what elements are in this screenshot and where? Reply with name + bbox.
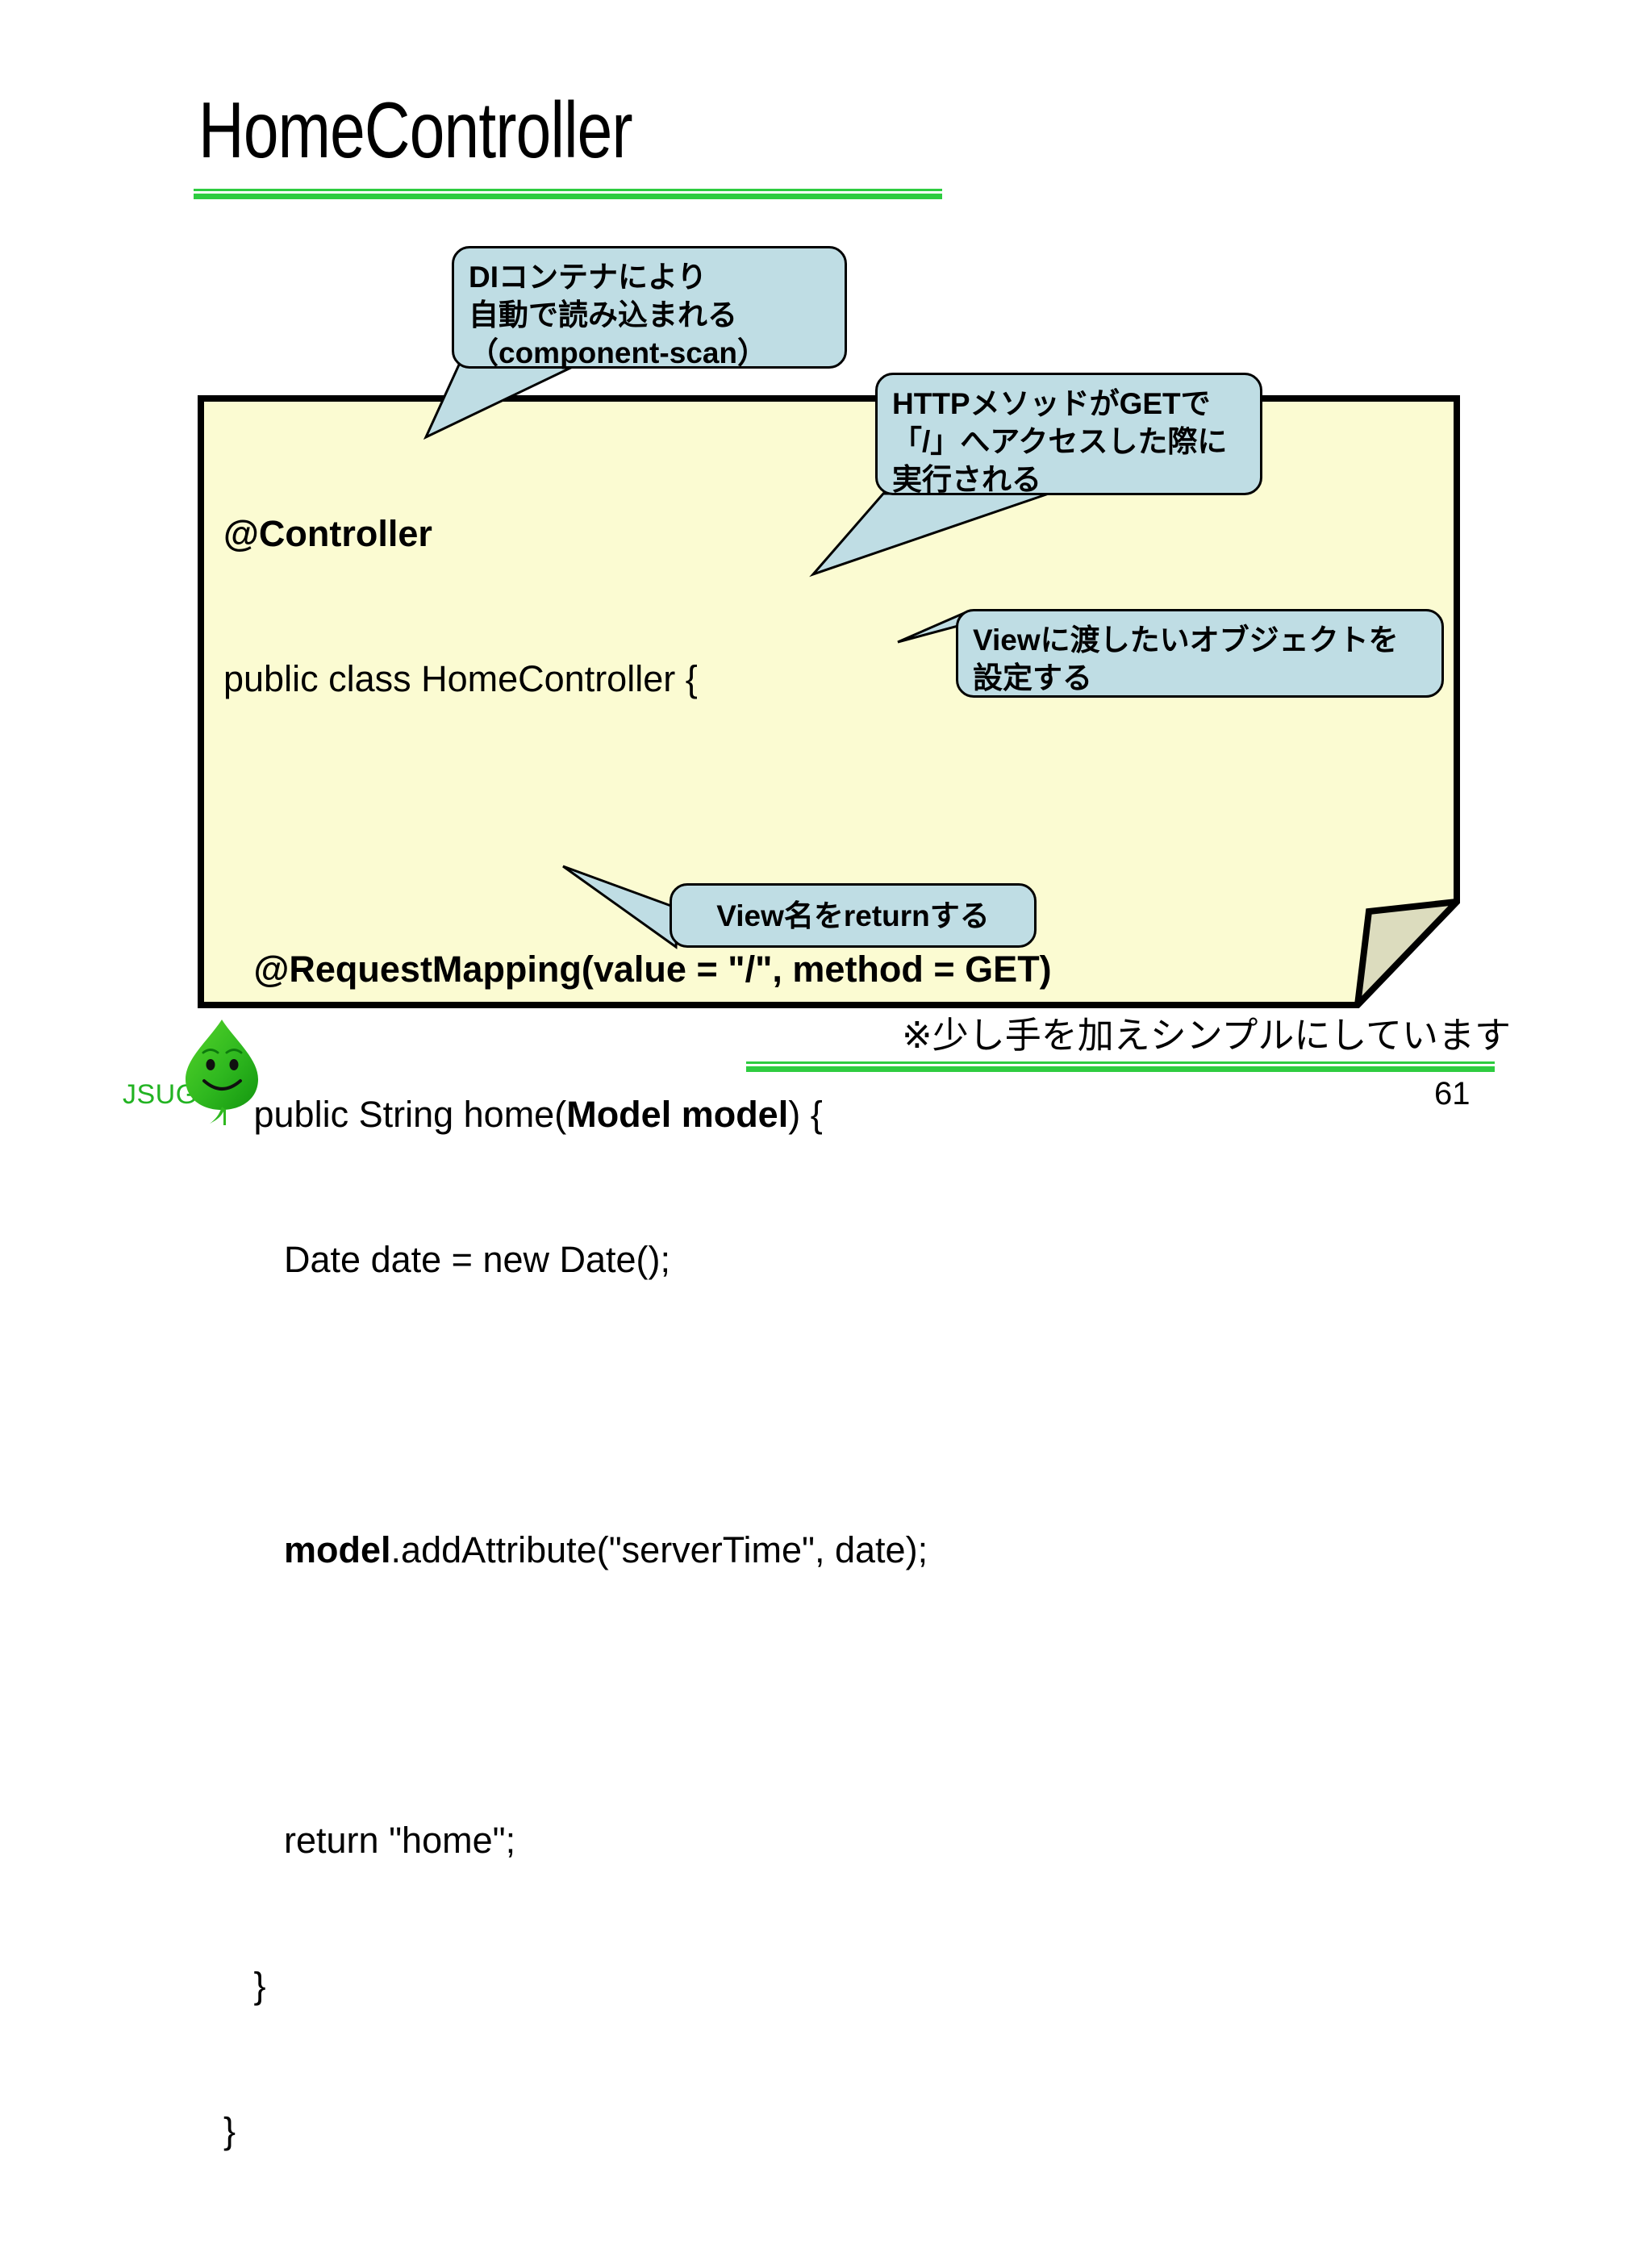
page-number: 61 — [1434, 1076, 1471, 1111]
jsug-wordmark: JSUG — [123, 1079, 198, 1110]
code-listing: @Controller public class HomeController … — [223, 513, 1052, 2151]
footer-note: ※少し手を加えシンプルにしています — [902, 1015, 1512, 1056]
title-divider-rule — [194, 189, 942, 199]
footer-divider-rule — [746, 1061, 1495, 1072]
callout-view-object: Viewに渡したいオブジェクトを 設定する — [956, 609, 1444, 698]
document-fold-corner — [1354, 898, 1460, 1008]
page-title: HomeController — [198, 85, 633, 174]
jsug-logo: JSUG — [123, 1016, 272, 1125]
callout-http-get: HTTPメソッドがGETで 「/」へアクセスした際に 実行される — [875, 373, 1262, 496]
callout-return-view-name: View名をreturnする — [670, 883, 1037, 948]
leaf-mascot-icon — [186, 1020, 258, 1125]
callout-di-container: DIコンテナにより 自動で読み込まれる （component-scan） — [452, 246, 847, 369]
